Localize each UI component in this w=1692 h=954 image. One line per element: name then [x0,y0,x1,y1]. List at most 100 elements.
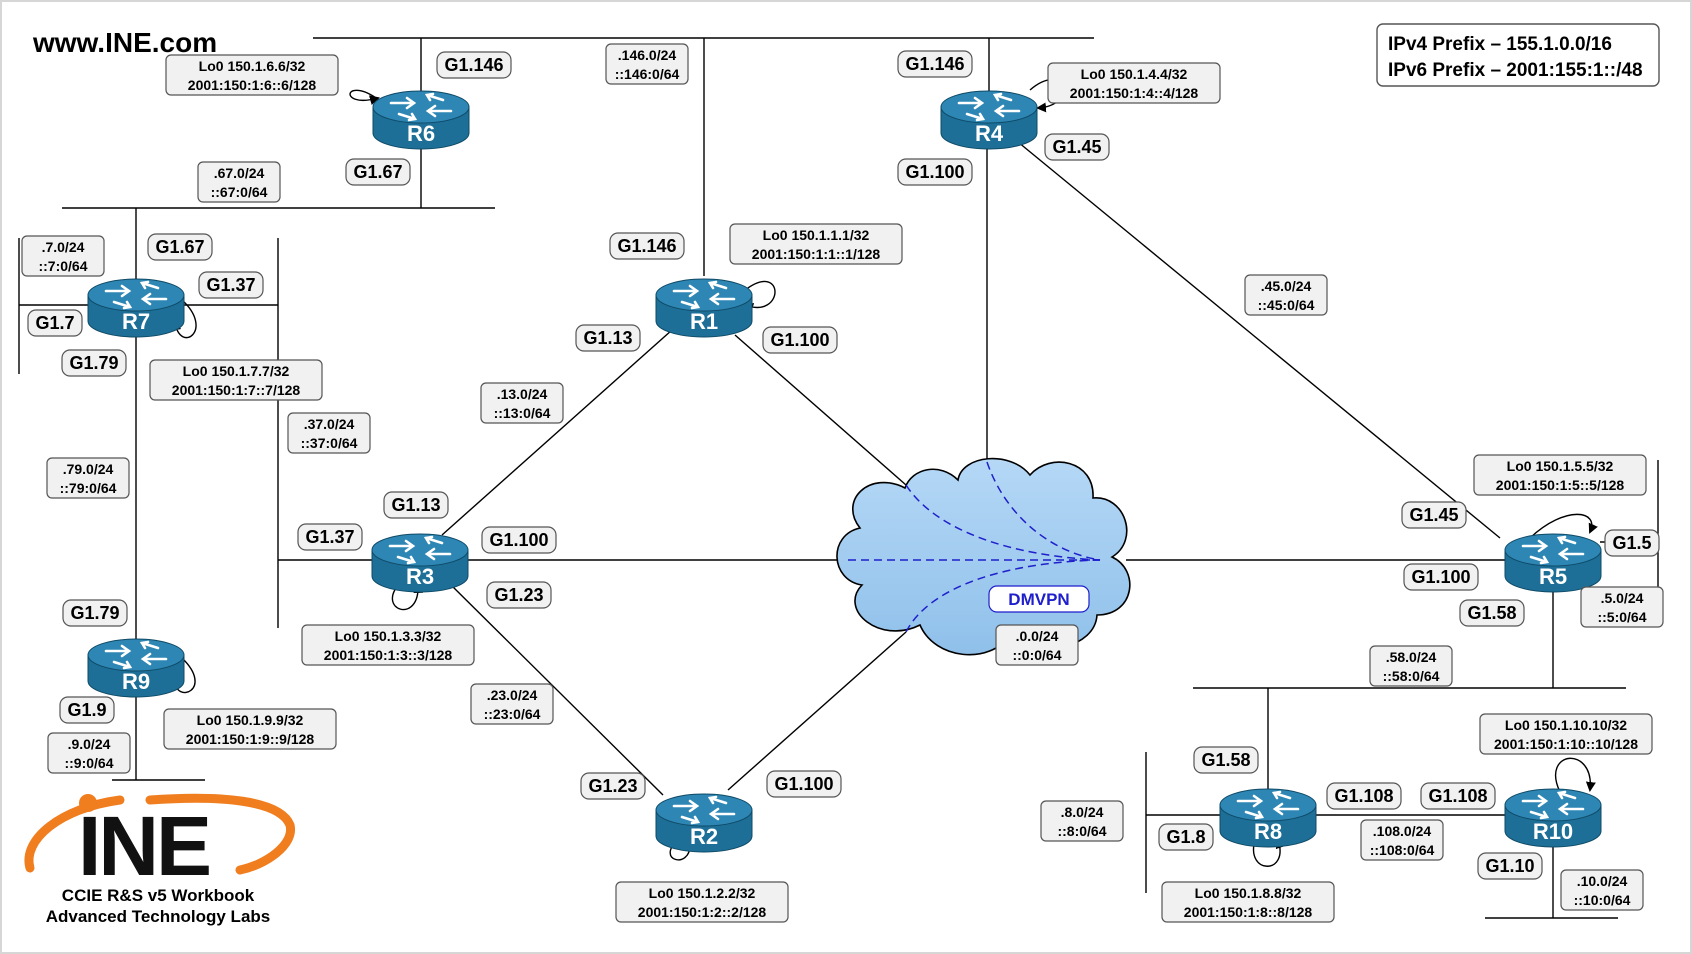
svg-text:G1.108: G1.108 [1334,786,1393,806]
svg-text:.146.0/24: .146.0/24 [618,47,677,63]
svg-text:.58.0/24: .58.0/24 [1386,649,1437,665]
svg-text:::67:0/64: ::67:0/64 [211,184,268,200]
svg-text:.5.0/24: .5.0/24 [1601,590,1644,606]
svg-text:::58:0/64: ::58:0/64 [1383,668,1440,684]
router-r5[interactable]: R5 [1504,533,1602,593]
svg-text:::7:0/64: ::7:0/64 [38,258,87,274]
loopback-arrows [170,79,1598,867]
svg-text:::79:0/64: ::79:0/64 [60,480,117,496]
svg-text:G1.58: G1.58 [1467,603,1516,623]
router-top [87,278,185,312]
router-label-r2: R2 [690,824,718,849]
svg-text:G1.100: G1.100 [774,774,833,794]
router-arrows-icon [957,92,1021,122]
router-r7[interactable]: R7 [87,278,185,338]
svg-text:G1.146: G1.146 [444,55,503,75]
svg-text:2001:150:1:5::5/128: 2001:150:1:5::5/128 [1496,477,1625,493]
router-top [87,638,185,672]
interface-label: G1.23 [580,772,646,800]
interface-label: G1.13 [575,324,641,352]
svg-text:.13.0/24: .13.0/24 [497,386,548,402]
router-label-r6: R6 [407,121,435,146]
svg-text:G1.100: G1.100 [1411,567,1470,587]
router-r9[interactable]: R9 [87,638,185,698]
interface-label: G1.100 [1403,563,1479,591]
svg-text:::146:0/64: ::146:0/64 [615,66,680,82]
router-r3[interactable]: R3 [371,533,469,593]
subnet-label: .108.0/24::108:0/64 [1360,819,1444,861]
subnet-label: .8.0/24::8:0/64 [1040,800,1124,842]
router-r4[interactable]: R4 [940,90,1038,150]
router-label-r9: R9 [122,669,150,694]
svg-text:G1.23: G1.23 [494,585,543,605]
site-url[interactable]: www.INE.com [32,27,217,58]
router-arrows-icon [389,92,453,122]
subnet-label: .146.0/24::146:0/64 [605,43,689,85]
svg-text:G1.100: G1.100 [770,330,829,350]
router-r10[interactable]: R10 [1504,788,1602,848]
router-arrows-icon [104,280,168,310]
svg-text:Lo0 150.1.1.1/32: Lo0 150.1.1.1/32 [763,227,870,243]
labels: G1.146G1.146G1.146G1.100G1.45G1.67G1.67G… [21,43,1664,923]
interface-label: G1.100 [897,158,973,186]
dmvpn-cloud: DMVPN [836,457,1131,656]
svg-text:Lo0 150.1.5.5/32: Lo0 150.1.5.5/32 [1507,458,1614,474]
interface-label: G1.67 [345,158,411,186]
svg-text:.67.0/24: .67.0/24 [214,165,265,181]
svg-text:Lo0 150.1.6.6/32: Lo0 150.1.6.6/32 [199,58,306,74]
loopback-arrow-icon [171,299,197,339]
svg-text:::0:0/64: ::0:0/64 [1012,647,1061,663]
svg-text:G1.13: G1.13 [583,328,632,348]
svg-text:.23.0/24: .23.0/24 [487,687,538,703]
prefix-box-frame [1376,23,1660,87]
interface-label: G1.146 [897,50,973,78]
subnet-label: .9.0/24::9:0/64 [47,732,131,774]
svg-text:.108.0/24: .108.0/24 [1373,823,1432,839]
svg-text:G1.45: G1.45 [1052,137,1101,157]
interface-label: G1.9 [59,696,115,724]
logo-swoosh-left [24,795,125,873]
dmvpn-label-box [988,585,1090,613]
svg-text:G1.79: G1.79 [69,353,118,373]
tunnel-r4-r5 [986,461,1101,561]
interface-label: G1.146 [609,232,685,260]
router-r2[interactable]: R2 [655,793,753,853]
svg-text:G1.5: G1.5 [1612,533,1651,553]
logo-dot [79,794,97,812]
interface-label: G1.108 [1326,782,1402,810]
interface-label: G1.7 [27,309,83,337]
svg-text:2001:150:1:8::8/128: 2001:150:1:8::8/128 [1184,904,1313,920]
router-r1[interactable]: R1 [655,278,753,338]
router-label-r1: R1 [690,309,718,334]
svg-text:Lo0 150.1.3.3/32: Lo0 150.1.3.3/32 [335,628,442,644]
subnet-label: .13.0/24::13:0/64 [480,382,564,424]
svg-text:Lo0 150.1.2.2/32: Lo0 150.1.2.2/32 [649,885,756,901]
router-top [1219,788,1317,822]
svg-text:G1.13: G1.13 [391,495,440,515]
svg-text:.7.0/24: .7.0/24 [42,239,85,255]
subnet-label: .5.0/24::5:0/64 [1580,586,1664,628]
loopback-arrow-icon [391,582,424,611]
router-label-r4: R4 [975,121,1004,146]
svg-text:2001:150:1:6::6/128: 2001:150:1:6::6/128 [188,77,317,93]
router-r6[interactable]: R6 [372,90,470,150]
subnet-label: .7.0/24::7:0/64 [21,235,105,277]
svg-text:G1.67: G1.67 [155,237,204,257]
link-r3-r2-g1-23 [447,581,664,796]
svg-text:.0.0/24: .0.0/24 [1016,628,1059,644]
svg-text:::10:0/64: ::10:0/64 [1574,892,1631,908]
subnet-label: .10.0/24::10:0/64 [1560,869,1644,911]
router-r8[interactable]: R8 [1219,788,1317,848]
svg-text:::8:0/64: ::8:0/64 [1057,823,1106,839]
svg-text:2001:150:1:9::9/128: 2001:150:1:9::9/128 [186,731,315,747]
svg-text:::108:0/64: ::108:0/64 [1370,842,1435,858]
loopback-arrow-icon [1252,838,1286,867]
svg-text:G1.146: G1.146 [905,54,964,74]
svg-text:2001:150:1:7::7/128: 2001:150:1:7::7/128 [172,382,301,398]
